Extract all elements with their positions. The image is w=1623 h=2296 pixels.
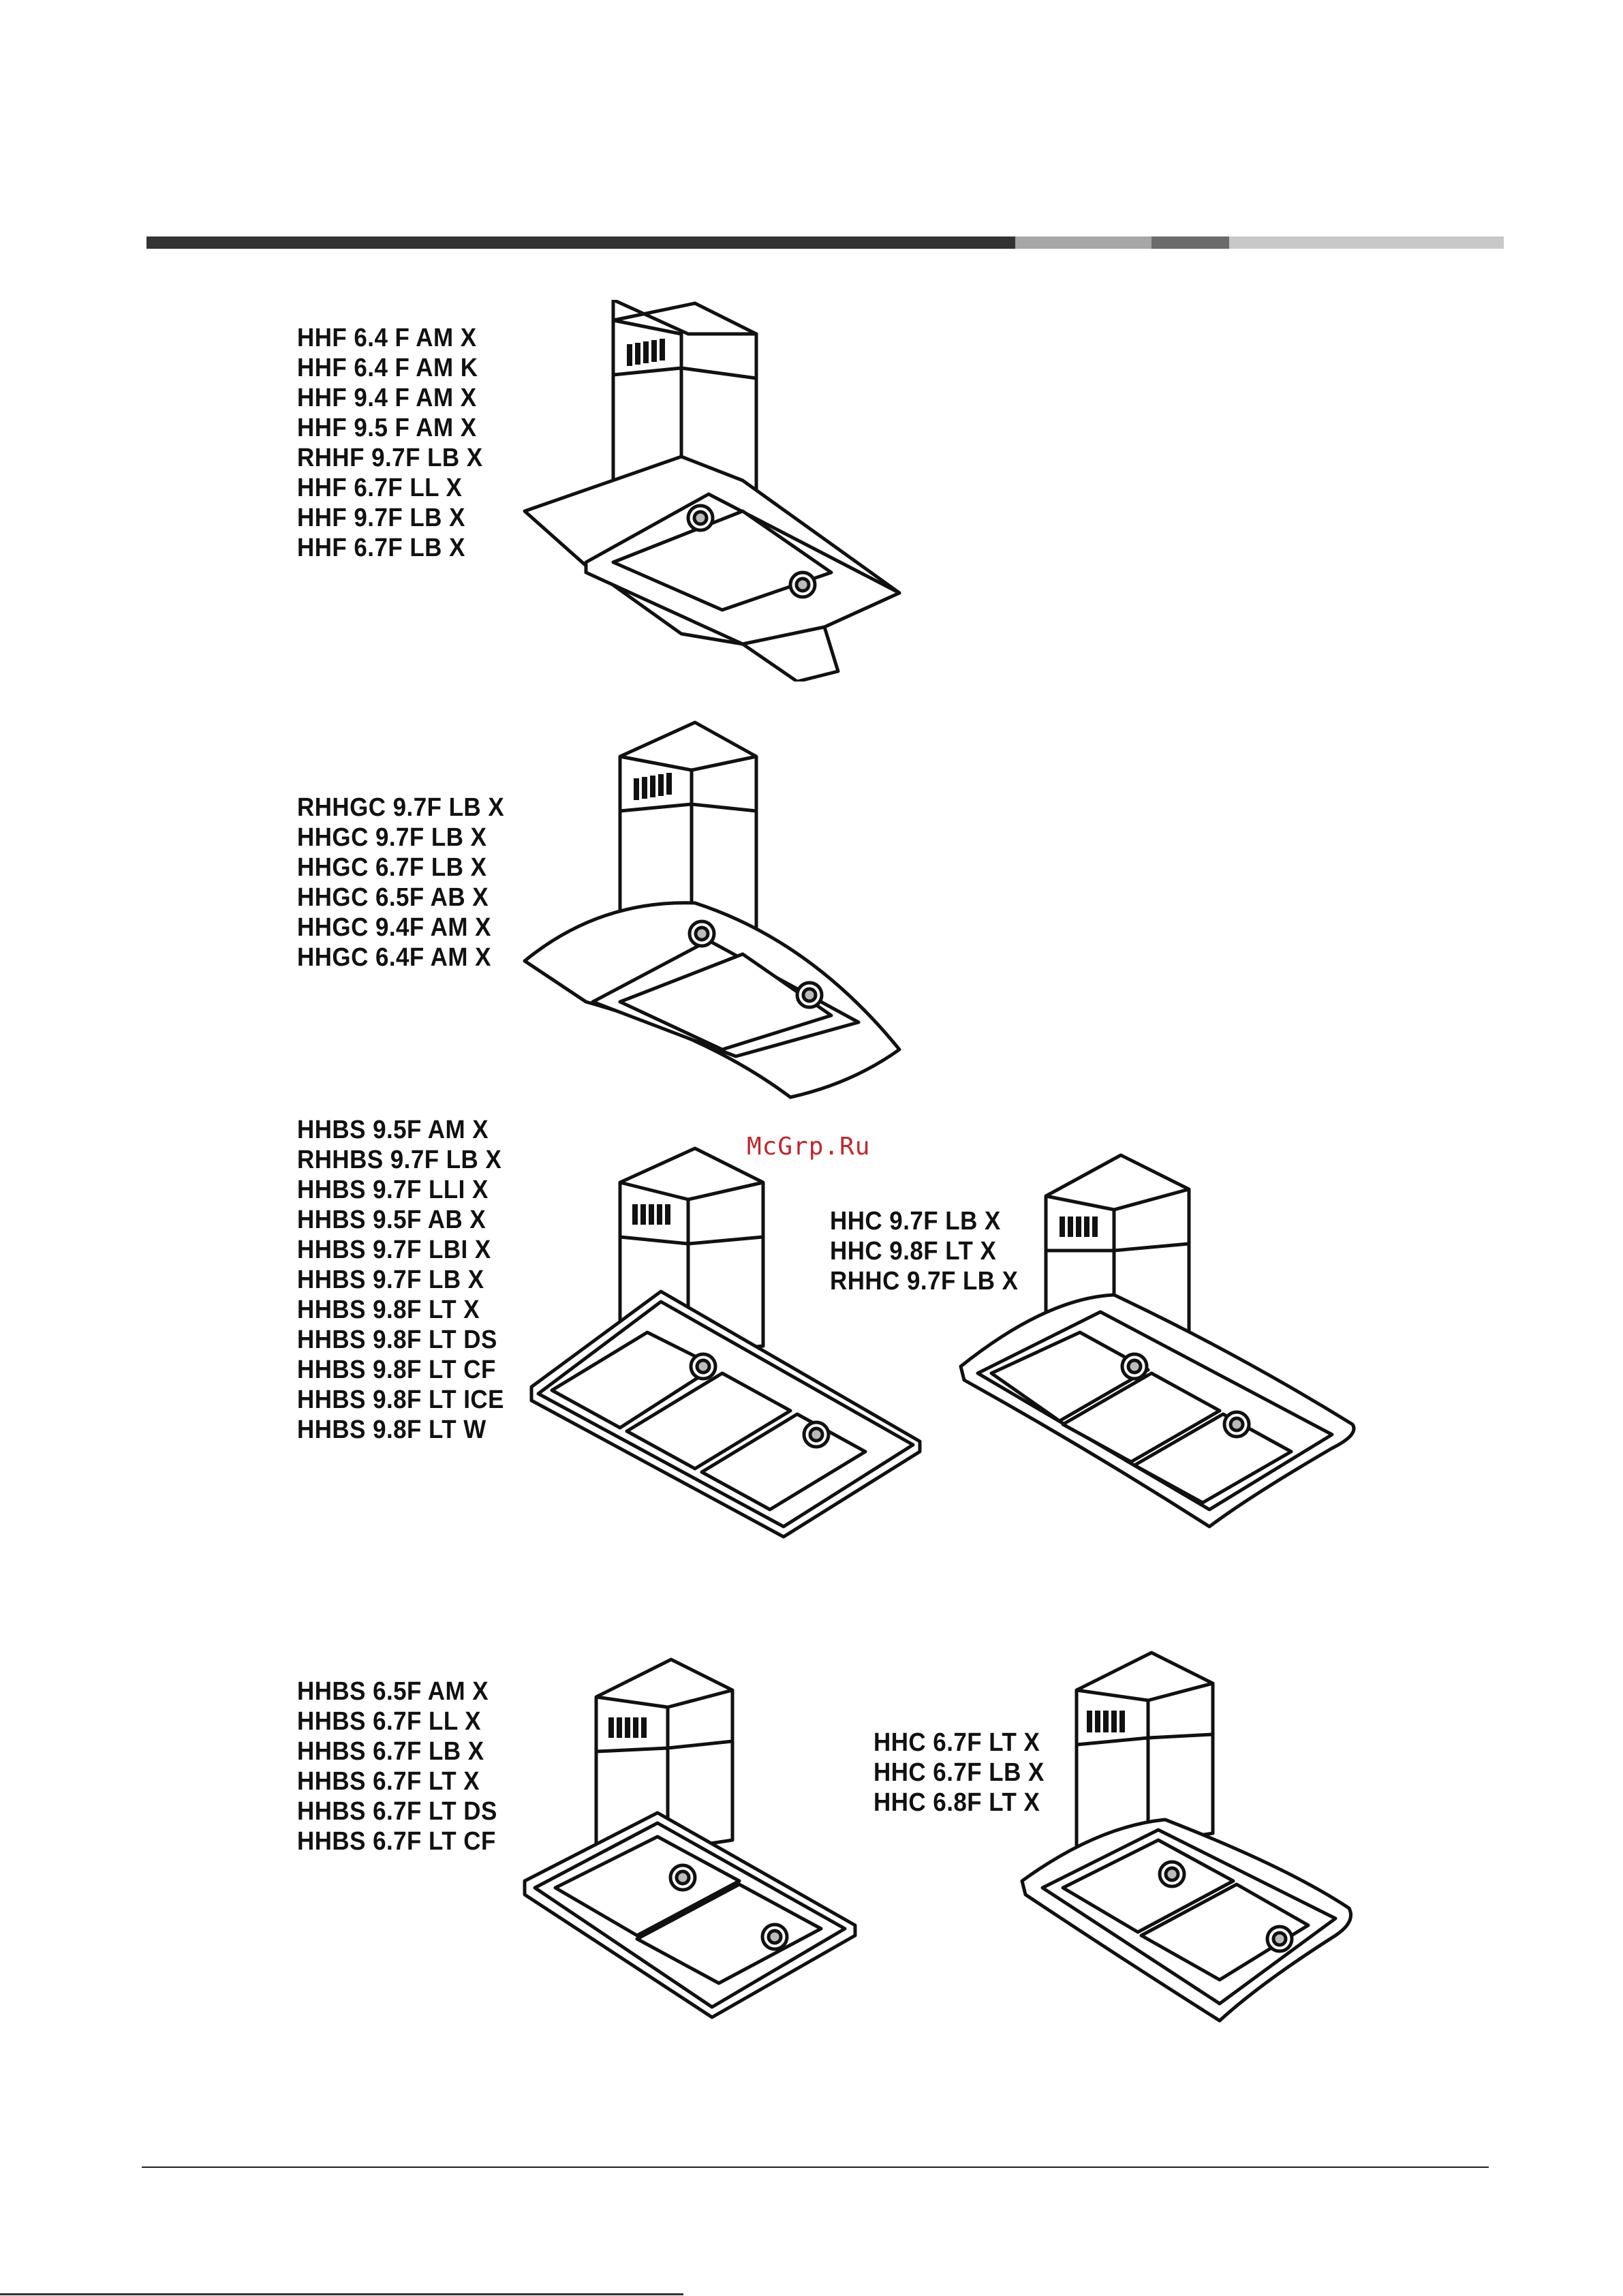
model-label: HHF 9.5 F AM X	[297, 414, 477, 442]
model-label: HHBS 9.8F LT W	[297, 1415, 486, 1444]
model-label: HHBS 6.7F LB X	[297, 1737, 484, 1766]
model-list-hhf: HHF 6.4 F AM X HHF 6.4 F AM K HHF 9.4 F …	[297, 323, 499, 563]
model-label: HHBS 9.8F LT DS	[297, 1326, 497, 1354]
model-label: HHC 9.7F LB X	[830, 1207, 1001, 1236]
model-label: HHBS 9.8F LT X	[297, 1296, 480, 1324]
model-label: HHC 6.7F LB X	[874, 1758, 1045, 1787]
model-label: HHGC 9.4F AM X	[297, 913, 491, 942]
bottom-edge-rule	[0, 2293, 683, 2295]
model-label: HHGC 9.7F LB X	[297, 823, 487, 852]
model-label: HHBS 6.7F LL X	[297, 1707, 481, 1736]
header-bar-dark	[146, 236, 1015, 249]
header-bar-light	[1229, 236, 1504, 249]
model-label: HHBS 9.5F AB X	[297, 1206, 486, 1234]
model-label: HHBS 6.5F AM X	[297, 1677, 489, 1706]
hood-drawing-curved-box-90	[959, 1153, 1356, 1529]
model-list-hhbs-6: HHBS 6.5F AM X HHBS 6.7F LL X HHBS 6.7F …	[297, 1677, 514, 1856]
model-label: HHF 6.7F LB X	[297, 534, 465, 562]
footer-rule	[142, 2167, 1489, 2168]
model-list-hhgc: RHHGC 9.7F LB X HHGC 9.7F LB X HHGC 6.7F…	[297, 793, 523, 973]
hood-drawing-box-90	[529, 1146, 922, 1539]
model-list-hhc-9: HHC 9.7F LB X HHC 9.8F LT X RHHC 9.7F LB…	[830, 1206, 1034, 1296]
model-label: HHF 9.4 F AM X	[297, 384, 477, 412]
model-label: HHBS 9.8F LT CF	[297, 1356, 496, 1384]
model-label: HHBS 9.7F LB X	[297, 1266, 484, 1294]
model-list-hhc-6: HHC 6.7F LT X HHC 6.7F LB X HHC 6.8F LT …	[874, 1728, 1060, 1818]
model-label: RHHGC 9.7F LB X	[297, 793, 505, 822]
model-label: HHC 6.8F LT X	[874, 1788, 1040, 1817]
model-label: HHF 6.4 F AM K	[297, 354, 478, 382]
model-label: HHBS 9.7F LBI X	[297, 1236, 491, 1264]
model-label: HHBS 6.7F LT CF	[297, 1827, 496, 1856]
model-label: HHBS 9.7F LLI X	[297, 1176, 489, 1204]
model-label: HHF 6.4 F AM X	[297, 324, 477, 352]
hood-drawing-curved-glass	[523, 720, 901, 1099]
hood-drawing-curved-box-60	[1020, 1651, 1352, 2023]
model-list-hhbs-9: HHBS 9.5F AM X RHHBS 9.7F LB X HHBS 9.7F…	[297, 1115, 522, 1445]
model-label: HHF 9.7F LB X	[297, 504, 465, 532]
model-label: HHGC 6.5F AB X	[297, 883, 489, 912]
hood-drawing-box-60	[523, 1657, 857, 2019]
model-label: HHF 6.7F LL X	[297, 474, 463, 502]
watermark: McGrp.Ru	[747, 1133, 871, 1161]
hood-drawing-flat-glass	[523, 300, 901, 682]
model-label: RHHF 9.7F LB X	[297, 444, 483, 472]
header-bar-mid	[1015, 236, 1151, 249]
header-bar-dark2	[1151, 236, 1229, 249]
model-label: RHHC 9.7F LB X	[830, 1267, 1019, 1296]
model-label: HHBS 6.7F LT X	[297, 1767, 480, 1796]
model-label: HHGC 6.4F AM X	[297, 943, 491, 972]
model-label: RHHBS 9.7F LB X	[297, 1146, 502, 1174]
model-label: HHGC 6.7F LB X	[297, 853, 487, 882]
model-label: HHBS 9.8F LT ICE	[297, 1386, 504, 1414]
model-label: HHBS 6.7F LT DS	[297, 1797, 497, 1826]
model-label: HHBS 9.5F AM X	[297, 1116, 489, 1144]
model-label: HHC 6.7F LT X	[874, 1728, 1040, 1757]
model-label: HHC 9.8F LT X	[830, 1237, 997, 1266]
